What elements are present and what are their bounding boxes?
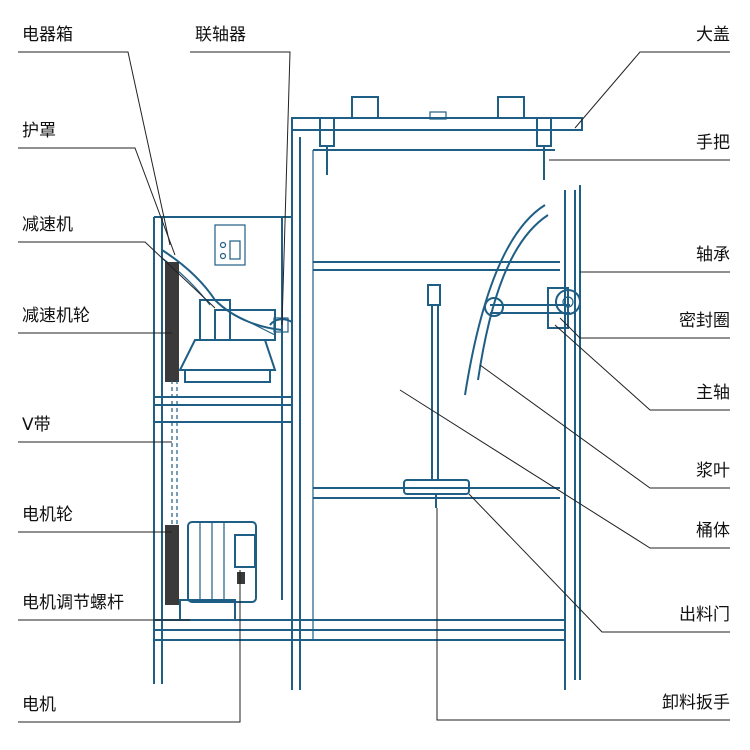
- reducer: [178, 299, 277, 383]
- shaft-and-bearing: [464, 204, 581, 396]
- label-discharge-wrench: 卸料扳手: [662, 693, 730, 713]
- mixer-tank: [291, 96, 583, 690]
- label-motor-adjust-screw: 电机调节螺杆: [22, 593, 124, 613]
- v-belt: [165, 262, 179, 605]
- label-handle: 手把: [696, 133, 730, 153]
- coupling: [269, 317, 293, 333]
- label-guard: 护罩: [22, 121, 56, 141]
- drive-frame: [153, 216, 565, 684]
- label-v-belt: V带: [22, 415, 51, 435]
- left-labels: 电器箱 护罩 减速机 减速机轮 V带 电机轮 电机调节螺杆 电机: [22, 25, 124, 715]
- label-main-shaft: 主轴: [696, 383, 730, 403]
- label-barrel: 桶体: [696, 521, 730, 541]
- label-reducer-pulley: 减速机轮: [22, 306, 90, 326]
- label-bearing: 轴承: [696, 245, 730, 265]
- label-discharge-door: 出料门: [679, 605, 730, 625]
- label-top-cover: 大盖: [696, 25, 730, 45]
- label-paddle: 浆叶: [696, 461, 730, 481]
- leader-lines: [18, 51, 730, 723]
- right-labels: 大盖 手把 轴承 密封圈 主轴 浆叶 桶体 出料门 卸料扳手: [662, 25, 730, 713]
- label-electric-box: 电器箱: [22, 25, 73, 45]
- electric-box: [214, 224, 246, 266]
- label-coupling: 联轴器: [195, 25, 246, 45]
- label-seal-ring: 密封圈: [679, 311, 730, 331]
- label-motor: 电机: [22, 695, 56, 715]
- motor: [179, 521, 257, 621]
- label-reducer: 减速机: [22, 215, 73, 235]
- label-motor-pulley: 电机轮: [22, 505, 73, 525]
- belt-guard: [161, 249, 283, 331]
- discharge-door: [403, 479, 470, 508]
- paddle: [427, 284, 441, 480]
